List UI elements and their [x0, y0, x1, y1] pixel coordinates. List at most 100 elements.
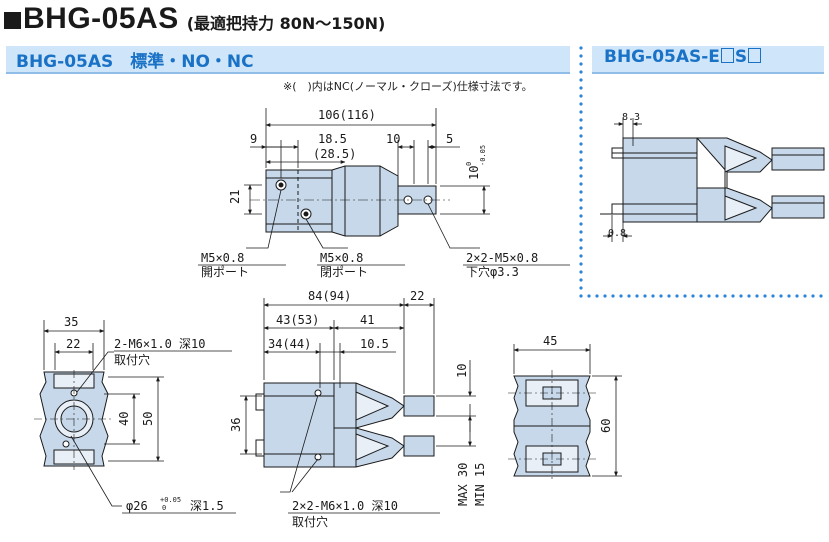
side-stroke-min: MIN 15 — [473, 463, 487, 506]
divider-dot — [795, 294, 799, 298]
divider-dot — [619, 294, 623, 298]
grip-force-subtitle: (最適把持力 80N～150N) — [186, 14, 386, 33]
jaw-dim-60: 60 — [599, 419, 613, 433]
divider-dot — [579, 222, 583, 226]
side-dim-36: 36 — [229, 418, 243, 432]
divider-dot — [579, 198, 583, 202]
end-dim-22: 22 — [66, 337, 80, 351]
divider-dot — [627, 294, 631, 298]
divider-dot — [579, 174, 583, 178]
divider-dot — [579, 46, 583, 50]
nc-note: ※( )内はNC(ノーマル・クローズ)仕様寸法です。 — [283, 80, 533, 93]
end-view-dimensions — [43, 320, 164, 507]
divider-dot — [635, 294, 639, 298]
end-dim-40: 40 — [117, 412, 131, 426]
end-dim-35: 35 — [64, 315, 78, 329]
divider-dot — [579, 86, 583, 90]
divider-dot — [579, 158, 583, 162]
divider-dot — [579, 110, 583, 114]
divider-dot — [579, 190, 583, 194]
port1-label: 開ポート — [201, 265, 249, 279]
divider-dot — [579, 62, 583, 66]
divider-dot — [579, 286, 583, 290]
divider-dot — [803, 294, 807, 298]
end-bore-tol-dn: 0 — [162, 504, 166, 512]
variant-view-dimensions — [603, 118, 642, 242]
divider-dot — [747, 294, 751, 298]
dim-10: 10 — [386, 132, 400, 146]
variant-view-drawing — [600, 137, 825, 223]
top-view-labels: 106(116) 9 18.5 (28.5) 10 5 21 10 0 -0.0… — [201, 108, 538, 279]
divider-dot — [579, 134, 583, 138]
dim-overall-length: 106(116) — [318, 108, 376, 122]
port2-label: 閉ポート — [320, 265, 368, 279]
divider-dot — [779, 294, 783, 298]
dim-18-5: 18.5 — [318, 132, 347, 146]
divider-dot — [579, 254, 583, 258]
tol-lower: -0.05 — [479, 145, 487, 166]
divider-dot — [579, 54, 583, 58]
divider-dot — [579, 94, 583, 98]
side-dim-41: 41 — [360, 313, 374, 327]
title-square-icon — [4, 11, 21, 29]
divider-dot — [579, 270, 583, 274]
divider-dot — [667, 294, 671, 298]
divider-dot — [595, 294, 599, 298]
divider-dot — [643, 294, 647, 298]
side-dim-10-5: 10.5 — [360, 337, 389, 351]
divider-dot — [579, 206, 583, 210]
end-dim-50: 50 — [141, 412, 155, 426]
variant-dim-0-8: 0.8 — [608, 228, 626, 239]
side-view-dimensions — [240, 298, 476, 493]
divider-dot — [819, 294, 823, 298]
dim-9: 9 — [250, 132, 257, 146]
end-tap-spec: 2-M6×1.0 深10 — [114, 337, 205, 351]
divider-dot — [659, 294, 663, 298]
divider-dot — [651, 294, 655, 298]
divider-dot — [587, 294, 591, 298]
divider-dot — [691, 294, 695, 298]
side-dim-84: 84(94) — [308, 289, 351, 303]
divider-dot — [579, 230, 583, 234]
divider-dot — [579, 262, 583, 266]
divider-dot — [579, 118, 583, 122]
side-dim-43: 43(53) — [276, 313, 319, 327]
side-tap-label: 取付穴 — [292, 514, 328, 529]
divider-dot — [579, 126, 583, 130]
divider-dot — [707, 294, 711, 298]
divider-dot — [611, 294, 615, 298]
side-dim-10: 10 — [455, 364, 469, 378]
divider-dot — [579, 246, 583, 250]
variant-dim-8-3: 8.3 — [622, 112, 640, 123]
divider-dot — [579, 278, 583, 282]
page-title: BHG-05AS (最適把持力 80N～150N) — [4, 2, 385, 36]
divider-dot — [715, 294, 719, 298]
divider-dot — [579, 70, 583, 74]
tol-upper: 0 — [465, 162, 473, 166]
divider-dot — [683, 294, 687, 298]
divider-dot — [579, 166, 583, 170]
hole-label: 下穴φ3.3 — [466, 264, 519, 279]
divider-dot — [579, 182, 583, 186]
divider-dot — [755, 294, 759, 298]
side-view-drawing — [255, 382, 435, 468]
section-band-standard: BHG-05AS 標準・NO・NC — [6, 46, 570, 74]
side-stroke-max: MAX 30 — [456, 463, 470, 506]
divider-dot — [579, 102, 583, 106]
divider-dot — [811, 294, 815, 298]
divider-dot — [771, 294, 775, 298]
divider-dot — [699, 294, 703, 298]
side-dim-22: 22 — [410, 289, 424, 303]
divider-dot — [579, 142, 583, 146]
divider-dot — [763, 294, 767, 298]
top-view-drawing — [250, 165, 450, 237]
divider-dot — [787, 294, 791, 298]
jaw-view-drawing — [508, 370, 596, 482]
end-bore-depth: 深1.5 — [190, 499, 224, 513]
jaw-view-dimensions — [513, 344, 622, 477]
end-view-drawing — [34, 370, 114, 470]
section-divider — [579, 46, 823, 298]
model-title: BHG-05AS — [23, 2, 179, 35]
hole-thread: 2×2-M5×0.8 — [466, 251, 538, 265]
